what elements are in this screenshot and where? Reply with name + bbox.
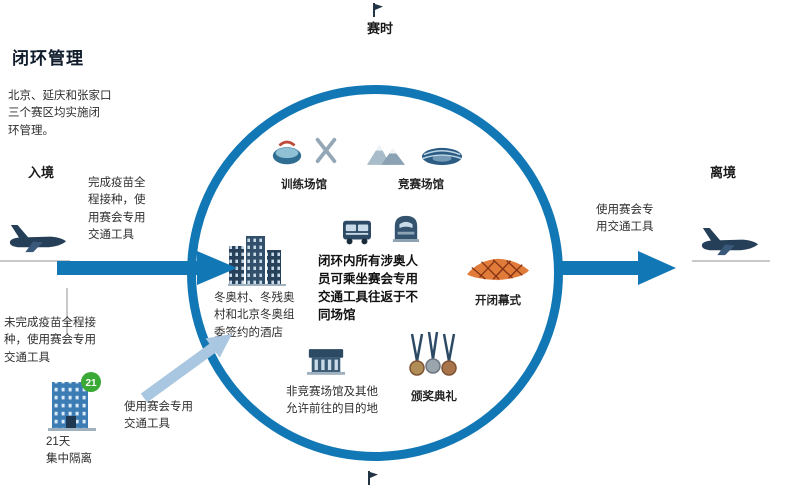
entry-arrow <box>57 251 237 285</box>
quarantine-building-icon: 21 <box>46 370 102 437</box>
bottom-flag-icon <box>366 470 380 491</box>
phase-label: 赛时 <box>366 21 393 36</box>
crossed-skis-icon <box>312 134 340 171</box>
train-icon <box>392 212 420 249</box>
training-venues-label: 训练场馆 <box>281 179 327 191</box>
noncompetition-note: 非竞赛场馆及其他 允许前往的目的地 <box>286 386 378 416</box>
award-ceremony-label: 颁奖典礼 <box>411 391 457 403</box>
quarantine-note: 21天 集中隔离 <box>46 436 92 466</box>
speed-skating-oval-icon <box>420 146 464 172</box>
olympic-village-icon <box>228 230 286 291</box>
vaccinated-note: 完成疫苗全 程接种，使 用赛会专用 交通工具 <box>88 177 146 241</box>
entry-label: 入境 <box>28 165 55 180</box>
unvaccinated-note: 未完成疫苗全程接 种，使用赛会专用 交通工具 <box>4 317 96 364</box>
bus-icon <box>342 218 372 251</box>
loop-transport-note: 闭环内所有涉奥人 员可乘坐赛会专用 交通工具往返于不 同场馆 <box>318 254 419 323</box>
curling-stone-icon <box>270 137 304 172</box>
quarantine-badge <box>81 372 101 392</box>
page-title: 闭环管理 <box>12 49 84 68</box>
entry-airplane-icon <box>6 221 68 261</box>
olympic-village-note: 冬奥村、冬残奥 村和北京冬奥组 委签约的酒店 <box>214 292 295 339</box>
departure-airplane-icon <box>698 224 760 264</box>
entry-baseline <box>0 260 70 262</box>
exit-arrow <box>556 251 676 285</box>
mountains-icon <box>366 140 406 172</box>
exit-label: 离境 <box>710 165 737 180</box>
quarantine-badge-number: 21 <box>85 378 97 389</box>
noncompetition-venue-icon <box>306 346 346 382</box>
competition-venues-label: 竞赛场馆 <box>398 179 444 191</box>
exit-baseline <box>692 260 770 262</box>
phase-flag-icon <box>371 2 385 23</box>
ceremony-label: 开闭幕式 <box>475 295 521 307</box>
intro-text: 北京、延庆和张家口 三个赛区均实施闭 环管理。 <box>8 90 112 137</box>
medals-icon <box>404 331 462 389</box>
dedicated-transport-note-right: 使用赛会专 用交通工具 <box>596 204 654 234</box>
connector-line <box>66 288 68 334</box>
diagonal-transport-arrow <box>140 334 232 403</box>
dedicated-transport-note-left: 使用赛会专用 交通工具 <box>124 401 193 431</box>
birds-nest-stadium-icon <box>466 250 530 290</box>
